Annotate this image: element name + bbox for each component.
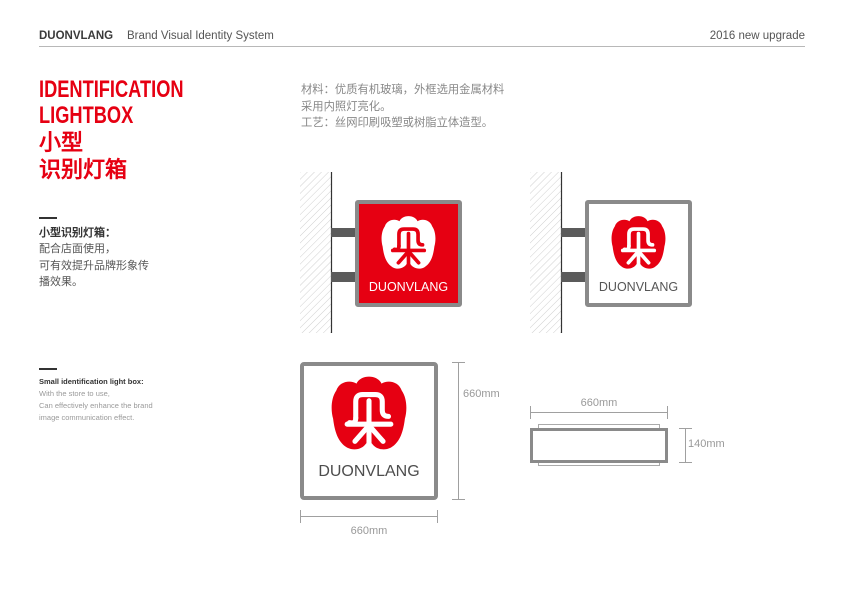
intro-en-body: With the store to use, Can effectively e… [39, 388, 153, 424]
side-width-label: 660mm [580, 397, 618, 409]
front-view-lightbox: DUONVLANG [300, 362, 438, 500]
wall-bracket-bottom [331, 272, 358, 282]
side-view-frame [530, 428, 668, 463]
header-subtitle: Brand Visual Identity System [127, 30, 274, 42]
intro-en-line: With the store to use, [39, 389, 110, 398]
duonvlang-logo-icon [331, 376, 407, 450]
side-depth-label: 140mm [688, 438, 725, 450]
lightbox-white-face: DUONVLANG [585, 200, 692, 307]
front-height-label: 660mm [463, 388, 500, 400]
intro-en-heading: Small identification light box: [39, 377, 144, 386]
lightbox-logo-text: DUONVLANG [368, 280, 449, 294]
intro-cn-heading: 小型识别灯箱： [39, 227, 116, 239]
header-edition: 2016 new upgrade [709, 30, 805, 42]
lightbox-logo-text: DUONVLANG [598, 280, 679, 294]
intro-cn-line: 播效果。 [39, 276, 83, 288]
intro-en-line: image communication effect. [39, 413, 135, 422]
front-width-label: 660mm [350, 525, 388, 537]
wall-bracket-bottom [561, 272, 588, 282]
spec-line: 材料：优质有机玻璃，外框选用金属材料 [301, 84, 505, 96]
spec-line: 工艺：丝网印刷吸塑或树脂立体造型。 [301, 117, 494, 129]
duonvlang-logo-icon [611, 216, 666, 269]
material-specs: 材料：优质有机玻璃，外框选用金属材料 采用内照灯亮化。 工艺：丝网印刷吸塑或树脂… [301, 82, 504, 132]
wall-mounted-white-lightbox: DUONVLANG [530, 172, 692, 333]
page-title-cn-line-1: 小型 [39, 130, 84, 155]
side-view-drawing: 660mm 140mm [530, 395, 740, 475]
front-view-dimension-lines [300, 362, 465, 523]
side-view-shape [530, 406, 692, 466]
section-dash [39, 368, 57, 370]
section-dash [39, 217, 57, 219]
intro-en-line: Can effectively enhance the brand [39, 401, 153, 410]
header-brand: DUONVLANG [39, 30, 114, 42]
page-title-en-line-1: IDENTIFICATION [39, 76, 184, 103]
lightbox-red-face: DUONVLANG [355, 200, 462, 307]
intro-cn-body: 配合店面使用， 可有效提升品牌形象传 播效果。 [39, 241, 149, 291]
wall-mounted-red-lightbox: DUONVLANG [300, 172, 462, 333]
front-view-drawing: DUONVLANG 660mm 660mm [300, 362, 500, 542]
wall-section-hatch [300, 172, 333, 333]
intro-cn-line: 配合店面使用， [39, 243, 116, 255]
wall-bracket-top [561, 228, 588, 237]
page-title-en-line-2: LIGHTBOX [39, 102, 134, 129]
intro-cn-line: 可有效提升品牌形象传 [39, 259, 149, 272]
page-title-cn-line-2: 识别灯箱 [39, 157, 128, 182]
wall-bracket-top [331, 228, 358, 237]
spec-line: 采用内照灯亮化。 [301, 100, 392, 113]
front-view-logo-text: DUONVLANG [318, 463, 420, 480]
header-divider [39, 46, 805, 47]
wall-section-hatch [530, 172, 563, 333]
duonvlang-logo-icon [381, 216, 436, 269]
